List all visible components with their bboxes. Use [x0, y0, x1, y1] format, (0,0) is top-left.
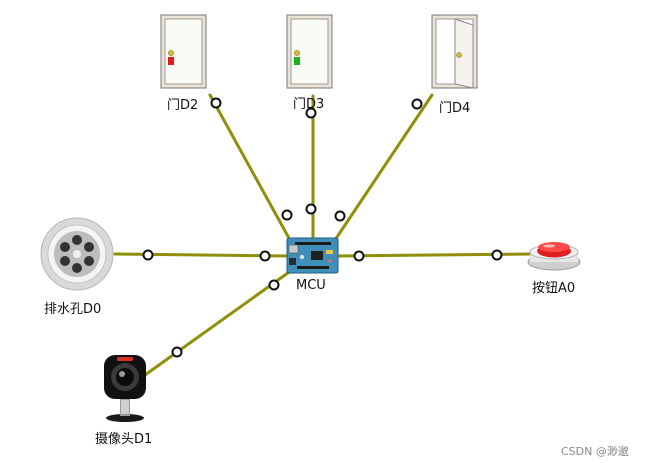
connection-node	[281, 209, 293, 221]
connection-node	[259, 250, 271, 262]
closed-door-green-indicator-icon	[286, 14, 333, 89]
drain-d0-label: 排水孔D0	[44, 302, 102, 317]
connection-node	[210, 97, 222, 109]
watermark: CSDN @渺邈	[561, 445, 629, 458]
connection-node	[491, 249, 503, 261]
red-push-button-icon	[527, 242, 581, 271]
door-d3-label: 门D3	[293, 97, 325, 112]
door-d2-label: 门D2	[167, 98, 199, 113]
door-d4-label: 门D4	[439, 101, 471, 116]
circuit-board-icon	[286, 237, 339, 274]
closed-door-red-indicator-icon	[160, 14, 207, 89]
connection-node	[305, 203, 317, 215]
connection-node	[411, 98, 423, 110]
wire-mcu-camera-d1	[143, 268, 294, 377]
connection-node	[268, 279, 280, 291]
camera-d1-label: 摄像头D1	[95, 432, 153, 447]
wire-mcu-door-d4	[333, 93, 434, 242]
button-a0-label: 按钮A0	[532, 281, 576, 296]
connection-nodes	[142, 97, 503, 358]
connection-node	[305, 107, 317, 119]
wire-mcu-button-a0	[336, 252, 534, 258]
wires	[113, 93, 534, 377]
drain-icon	[40, 217, 114, 291]
mcu-label: MCU	[296, 278, 326, 293]
wire-mcu-door-d2	[208, 93, 292, 242]
webcam-icon	[104, 355, 146, 422]
connection-node	[142, 249, 154, 261]
connection-node	[353, 250, 365, 262]
connection-node	[334, 210, 346, 222]
open-door-icon	[431, 14, 478, 89]
connection-node	[171, 346, 183, 358]
